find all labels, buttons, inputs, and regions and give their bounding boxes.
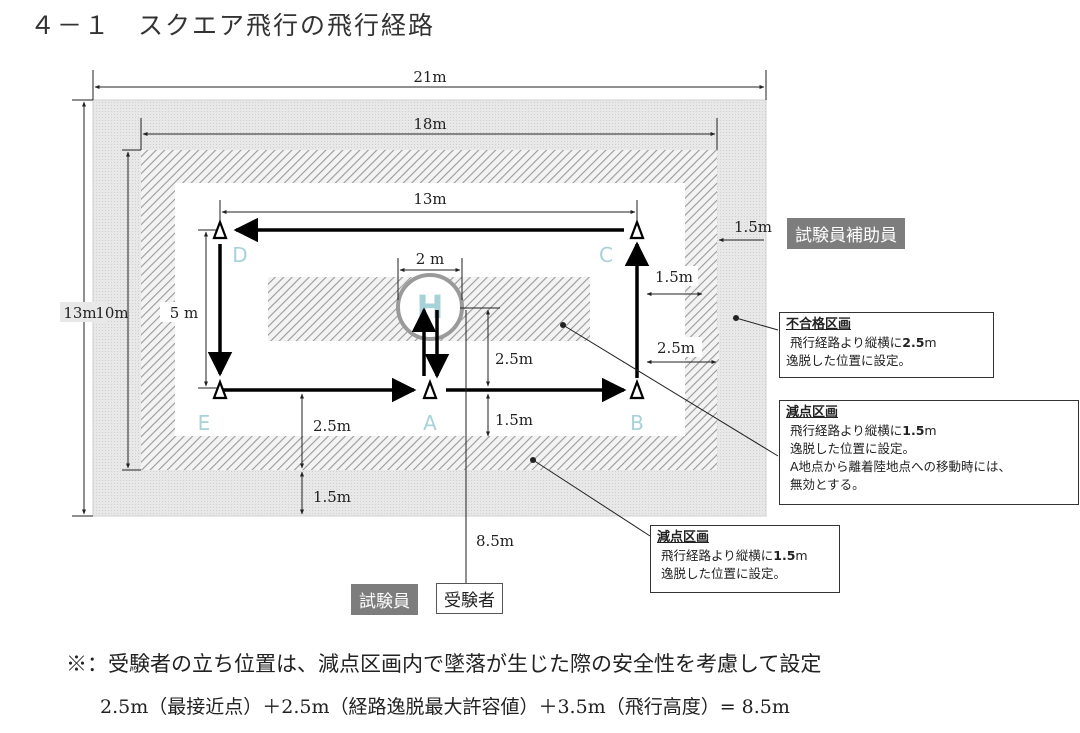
note-deduct-outer-title: 減点区画: [657, 530, 710, 545]
note-fail-title: 不合格区画: [786, 317, 852, 332]
leader-fail: [735, 317, 779, 331]
point-label-b: B: [630, 411, 644, 435]
point-label-d: D: [232, 243, 247, 267]
note-deduct-outer: 減点区画 飛行経路より縦横に1.5m 逸脱した位置に設定。: [650, 525, 840, 593]
examiner-label: 試験員: [351, 584, 418, 615]
dim-label-examinee: 8.5m: [476, 532, 514, 550]
dim-label-b-margin: 2.5m: [657, 339, 695, 357]
dim-label-e-to-bottom: 2.5m: [313, 417, 351, 435]
note-deduct-inner-title: 減点区画: [786, 405, 839, 420]
heliport-letter: H: [417, 288, 444, 326]
note-deduct-inner-line4: 無効とする。: [789, 477, 865, 492]
dim-label-13m-route: 13m: [413, 190, 446, 208]
footnote-line2: 2.5m（最接近点）＋2.5m（経路逸脱最大許容値）＋3.5m（飛行高度）= 8…: [100, 696, 790, 718]
dim-label-a-to-bottom: 1.5m: [495, 411, 533, 429]
dim-label-5m: 5 m: [170, 304, 199, 322]
assistant-label: 試験員補助員: [787, 218, 905, 249]
marker-b: [629, 378, 645, 400]
dim-label-2m: 2 m: [416, 250, 445, 268]
dim-label-18m: 18m: [413, 115, 446, 133]
footnote-line1: ※：受験者の立ち位置は、減点区画内で墜落が生じた際の安全性を考慮して設定: [66, 652, 822, 676]
leader-deduct-inner: [562, 324, 779, 457]
note-deduct-inner-line1: 飛行経路より縦横に: [789, 423, 903, 438]
marker-a: [422, 378, 438, 400]
note-fail-zone: 不合格区画 飛行経路より縦横に2.5m 逸脱した位置に設定。: [779, 312, 994, 378]
point-label-c: C: [599, 243, 613, 267]
note-deduct-inner: 減点区画 飛行経路より縦横に1.5m 逸脱した位置に設定。 A地点から離着陸地点…: [779, 400, 1079, 505]
point-label-a: A: [423, 411, 437, 435]
dim-label-c-margin: 1.5m: [655, 268, 693, 286]
note-fail-line2: 逸脱した位置に設定。: [786, 353, 912, 368]
dim-label-bottom-margin: 1.5m: [313, 488, 351, 506]
dim-label-10m: 10m: [95, 304, 128, 322]
page-title: ４－１ スクエア飛行の飛行経路: [30, 11, 436, 40]
note-deduct-outer-line1: 飛行経路より縦横に: [660, 548, 774, 563]
dim-label-heliport-to-a: 2.5m: [495, 350, 533, 368]
marker-c: [629, 218, 645, 240]
note-deduct-inner-line2: 逸脱した位置に設定。: [789, 441, 915, 456]
dim-label-13m-height: 13m: [63, 304, 96, 322]
marker-e: [212, 378, 228, 400]
dim-label-assistant-margin: 1.5m: [734, 218, 772, 236]
point-label-e: E: [198, 411, 211, 435]
note-deduct-inner-line3: A地点から離着陸地点への移動時には、: [789, 459, 1012, 474]
note-fail-line1: 飛行経路より縦横に: [789, 335, 903, 350]
examinee-label: 受験者: [436, 583, 503, 614]
note-deduct-outer-line2: 逸脱した位置に設定。: [660, 566, 786, 581]
leader-deduct-outer: [532, 459, 651, 537]
dim-label-21m: 21m: [413, 68, 446, 86]
marker-d: [212, 218, 228, 240]
